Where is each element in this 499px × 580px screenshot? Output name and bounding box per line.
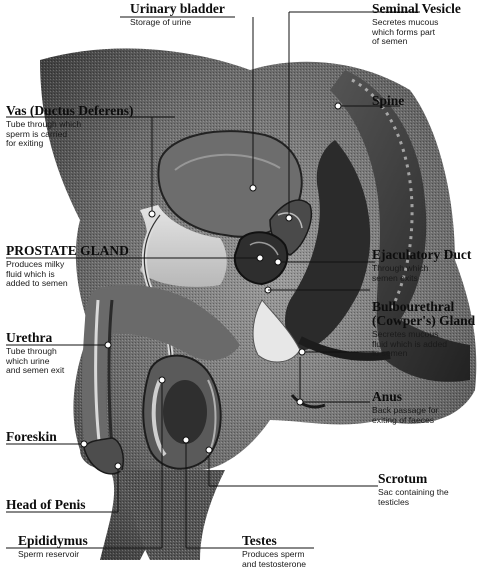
ejaculatory-duct-title: Ejaculatory Duct	[372, 248, 471, 262]
label-epididymus: Epididymus Sperm reservoir	[18, 534, 88, 560]
label-prostate-gland: PROSTATE GLAND Produces milky fluid whic…	[6, 244, 129, 289]
foreskin-title: Foreskin	[6, 430, 57, 444]
testes-title: Testes	[242, 534, 306, 548]
prostate-gland-desc-3: added to semen	[6, 279, 129, 289]
vas-deferens-title: Vas (Ductus Deferens)	[6, 104, 134, 118]
anus-title: Anus	[372, 390, 438, 404]
bulbourethral-title-2: (Cowper's) Gland	[372, 314, 475, 328]
ejaculatory-duct-desc-2: semen exits	[372, 274, 471, 284]
testis-shape	[163, 380, 207, 444]
label-urinary-bladder: Urinary bladder Storage of urine	[130, 2, 225, 28]
urethra-title: Urethra	[6, 331, 64, 345]
label-foreskin: Foreskin	[6, 430, 57, 444]
label-spine: Spine	[372, 94, 404, 108]
anus-desc-2: exiting of faeces	[372, 416, 438, 426]
label-scrotum: Scrotum Sac containing the testicles	[378, 472, 449, 507]
head-of-penis-title: Head of Penis	[6, 498, 86, 512]
epididymus-title: Epididymus	[18, 534, 88, 548]
prostate-gland-title: PROSTATE GLAND	[6, 244, 129, 258]
scrotum-desc-2: testicles	[378, 498, 449, 508]
bulbourethral-title-1: Bulbourethral	[372, 300, 475, 314]
seminal-vesicle-title: Seminal Vesicle	[372, 2, 461, 16]
testes-desc-2: and testosterone	[242, 560, 306, 570]
bulbourethral-desc-3: to semen	[372, 349, 475, 359]
label-testes: Testes Produces sperm and testosterone	[242, 534, 306, 569]
epididymus-desc: Sperm reservoir	[18, 550, 88, 560]
label-ejaculatory-duct: Ejaculatory Duct Through which semen exi…	[372, 248, 471, 283]
label-head-of-penis: Head of Penis	[6, 498, 86, 512]
scrotum-title: Scrotum	[378, 472, 449, 486]
label-urethra: Urethra Tube through which urine and sem…	[6, 331, 64, 376]
label-anus: Anus Back passage for exiting of faeces	[372, 390, 438, 425]
urinary-bladder-desc: Storage of urine	[130, 18, 225, 28]
vas-deferens-desc-3: for exiting	[6, 139, 134, 149]
label-bulbourethral-gland: Bulbourethral (Cowper's) Gland Secretes …	[372, 300, 475, 359]
label-vas-deferens: Vas (Ductus Deferens) Tube through which…	[6, 104, 134, 149]
spine-title: Spine	[372, 94, 404, 108]
seminal-vesicle-desc-3: of semen	[372, 37, 461, 47]
urinary-bladder-title: Urinary bladder	[130, 2, 225, 16]
label-seminal-vesicle: Seminal Vesicle Secretes mucous which fo…	[372, 2, 461, 47]
urethra-desc-3: and semen exit	[6, 366, 64, 376]
